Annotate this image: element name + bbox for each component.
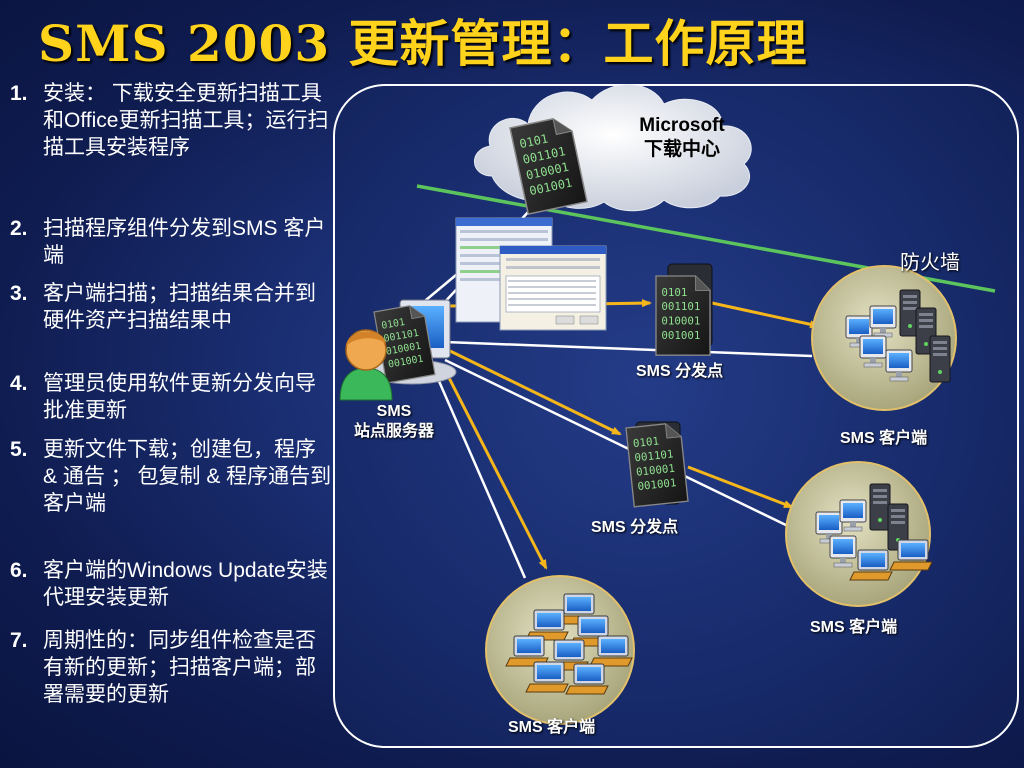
distribution-point-icon [655, 263, 713, 356]
client-group-icon [485, 575, 635, 725]
arrow [442, 367, 548, 570]
client-label: SMS 客户端 [810, 619, 898, 636]
cloud-label-line1: Microsoft [639, 115, 725, 136]
step-3: 3. 客户端扫描；扫描结果合并到硬件资产扫描结果中 [10, 280, 332, 334]
cloud-label-line2: 下载中心 [643, 139, 720, 160]
client-label: SMS 客户端 [840, 430, 928, 447]
client-group-icon [785, 461, 933, 607]
step-number: 3. [10, 282, 28, 305]
step-text: 管理员使用软件更新分发向导批准更新 [43, 372, 316, 422]
step-4: 4. 管理员使用软件更新分发向导批准更新 [10, 370, 332, 424]
link-line [444, 358, 791, 529]
step-text: 更新文件下载；创建包，程序 & 通告 ； 包复制 & 程序通告到客户端 [43, 438, 332, 515]
link-line [444, 340, 813, 358]
step-number: 1. [10, 82, 28, 105]
link-line [433, 371, 527, 579]
site-server-label-line1: SMS [376, 403, 412, 420]
step-7: 7. 周期性的：同步组件检查是否有新的更新；扫描客户端；部署需要的更新 [10, 627, 332, 708]
distribution-point-label: SMS 分发点 [591, 519, 679, 536]
diagram-frame [333, 84, 1019, 748]
step-text: 客户端扫描；扫描结果合并到硬件资产扫描结果中 [43, 282, 316, 332]
site-server-icon [367, 299, 457, 385]
cloud-label: Microsoft 下载中心 [618, 114, 746, 162]
step-number: 2. [10, 217, 28, 240]
distribution-point-label: SMS 分发点 [636, 363, 724, 380]
update-wizard-screenshot-icon [455, 217, 607, 331]
step-number: 5. [10, 438, 28, 461]
step-2: 2. 扫描程序组件分发到SMS 客户端 [10, 215, 332, 269]
step-5: 5. 更新文件下载；创建包，程序 & 通告 ； 包复制 & 程序通告到客户端 [10, 436, 332, 517]
site-server-label: SMS 站点服务器 [336, 402, 452, 442]
step-text: 安装： 下载安全更新扫描工具和Office更新扫描工具；运行扫描工具安装程序 [43, 82, 329, 159]
client-group-icon [811, 265, 957, 411]
arrow [447, 348, 622, 436]
step-6: 6. 客户端的Windows Update安装代理安装更新 [10, 557, 332, 611]
distribution-point-icon [625, 421, 689, 508]
step-text: 扫描程序组件分发到SMS 客户端 [43, 217, 326, 267]
arrow [711, 301, 820, 329]
page-title: SMS 2003 更新管理：工作原理 [38, 14, 808, 73]
arrow [687, 465, 794, 509]
step-number: 6. [10, 559, 28, 582]
admin-user-icon [339, 329, 393, 401]
client-label: SMS 客户端 [508, 719, 596, 736]
step-number: 7. [10, 629, 28, 652]
step-text: 客户端的Windows Update安装代理安装更新 [43, 559, 328, 609]
step-1: 1. 安装： 下载安全更新扫描工具和Office更新扫描工具；运行扫描工具安装程… [10, 80, 332, 161]
site-server-label-line2: 站点服务器 [353, 423, 434, 440]
firewall-label: 防火墙 [900, 252, 960, 274]
step-number: 4. [10, 372, 28, 395]
step-text: 周期性的：同步组件检查是否有新的更新；扫描客户端；部署需要的更新 [43, 629, 316, 706]
